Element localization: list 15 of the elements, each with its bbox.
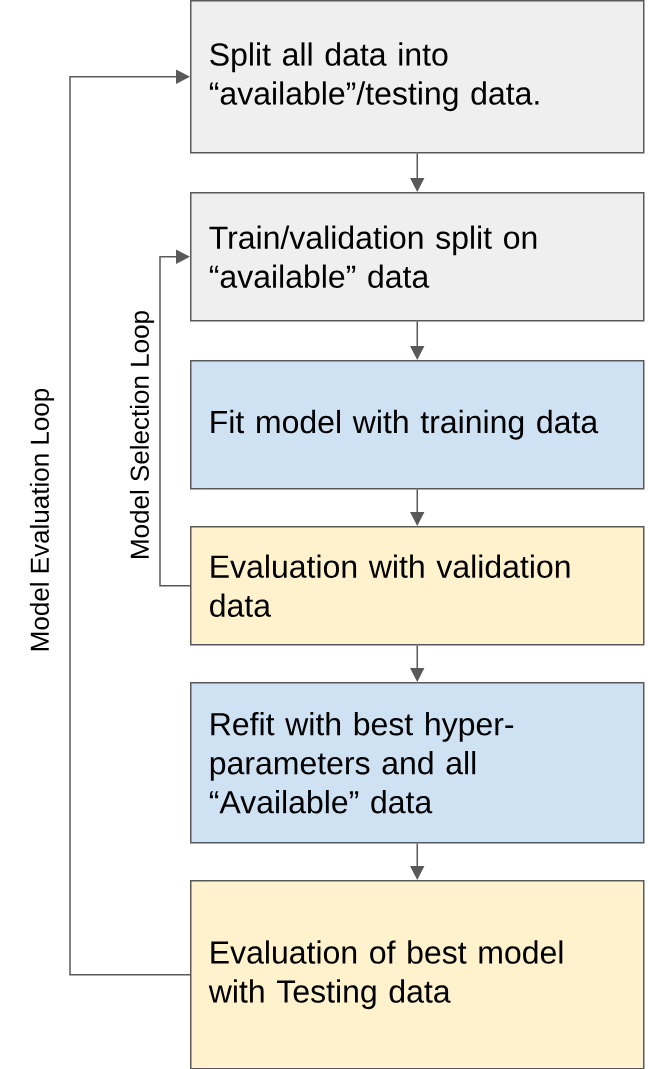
arrow xyxy=(69,69,191,976)
process-box: Evaluation with validation data xyxy=(190,526,645,646)
arrow xyxy=(159,249,191,587)
process-box: Evaluation of best model with Testing data xyxy=(190,880,645,1069)
process-box: Fit model with training data xyxy=(190,360,645,490)
process-box: Split all data into “available”/testing data. xyxy=(190,0,645,154)
arrow xyxy=(410,644,425,682)
arrow xyxy=(410,842,425,880)
process-box: Refit with best hyper-parameters and all “Available” data xyxy=(190,682,645,844)
arrow xyxy=(410,320,425,360)
process-box: Train/validation split on “available” data xyxy=(190,192,645,322)
arrow xyxy=(410,488,425,526)
edge-label: Model Evaluation Loop xyxy=(29,388,55,651)
arrow xyxy=(410,152,425,192)
edge-label: Model Selection Loop xyxy=(129,311,155,558)
